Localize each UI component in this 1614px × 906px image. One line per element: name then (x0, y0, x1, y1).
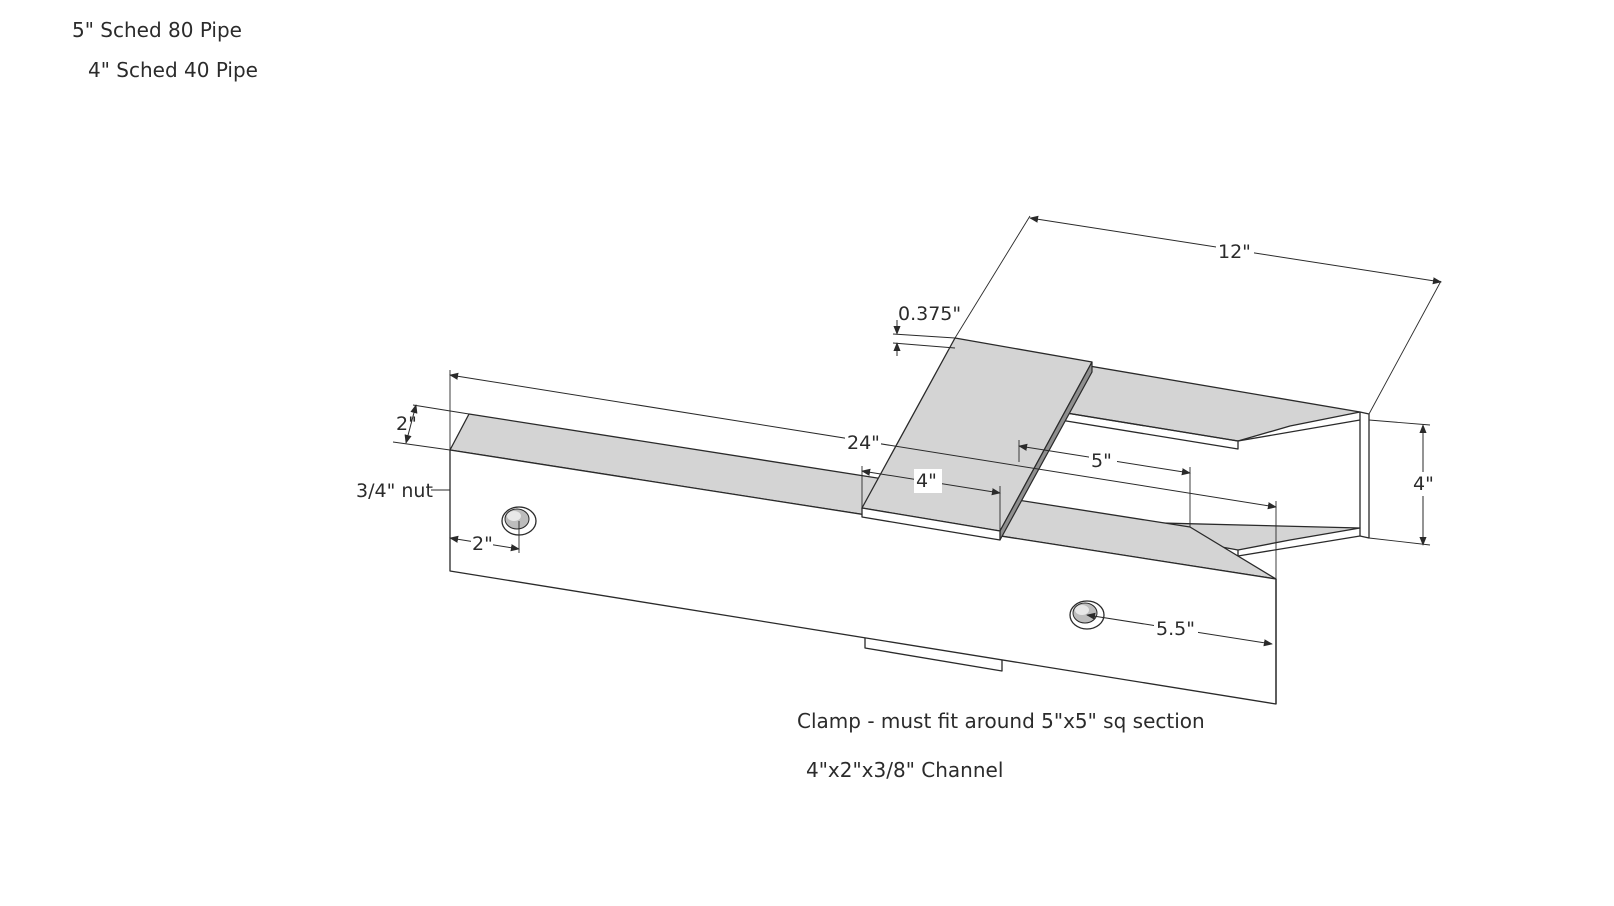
pipe-outer-label: 5" Sched 80 Pipe (72, 18, 242, 42)
dim-clamp-4: 4" (861, 466, 1001, 531)
pipe-inner-label: 4" Sched 40 Pipe (88, 58, 258, 82)
dim-span-5-label: 5" (1091, 450, 1112, 472)
nut-label: 3/4" nut (356, 480, 433, 502)
dim-depth-2-label: 2" (396, 413, 417, 435)
dim-hole-5-5-label: 5.5" (1156, 618, 1195, 640)
dim-clamp-4-label: 4" (916, 470, 937, 492)
dim-height-4-label: 4" (1413, 473, 1434, 495)
dim-24: 24" (449, 370, 1277, 579)
dim-hole-2: 2" (449, 521, 520, 555)
back-web (1359, 411, 1370, 539)
channel-note: 4"x2"x3/8" Channel (806, 758, 1003, 782)
dim-12-label: 12" (1218, 241, 1251, 263)
dim-thickness: 0.375" (892, 303, 961, 356)
dim-height-4: 4" (1368, 419, 1439, 546)
dim-thickness-label: 0.375" (898, 303, 961, 325)
dim-span-5: 5" (1018, 440, 1191, 527)
clamp-plate-front (861, 507, 1001, 541)
dim-12: 12" (954, 215, 1442, 415)
dim-24-label: 24" (847, 432, 880, 454)
front-channel (449, 413, 1277, 705)
dim-hole-2-label: 2" (472, 533, 493, 555)
nut-callout: 3/4" nut (356, 480, 450, 502)
dim-hole-5-5: 5.5" (1086, 612, 1273, 647)
clamp-note: Clamp - must fit around 5"x5" sq section (797, 709, 1205, 733)
dim-depth-2: 2" (392, 404, 470, 451)
